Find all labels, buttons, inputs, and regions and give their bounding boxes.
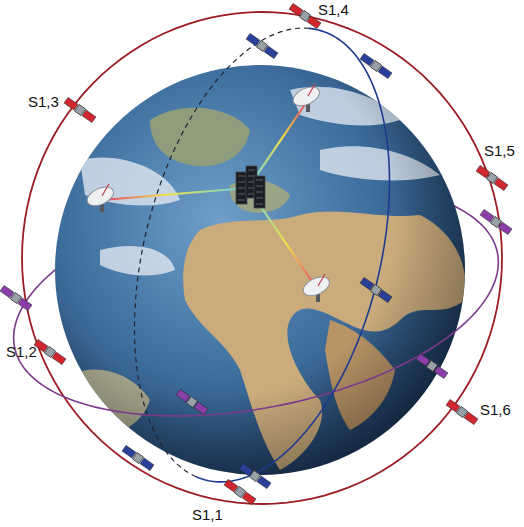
solar-panel <box>0 285 14 298</box>
ground-link <box>102 188 248 200</box>
ground-station-dish <box>300 273 332 302</box>
satellite-label: S1,1 <box>192 507 223 522</box>
ground-station-dish <box>290 83 322 112</box>
server-unit <box>254 176 265 208</box>
server-slot <box>256 198 263 199</box>
satellite-icon <box>246 33 278 59</box>
server-slot <box>238 182 245 183</box>
solar-panel <box>140 458 154 471</box>
solar-panel <box>239 463 253 476</box>
solar-panel <box>446 399 460 412</box>
solar-panel <box>224 479 238 492</box>
server-slot <box>238 188 245 189</box>
solar-panel <box>264 46 278 59</box>
solar-panel <box>122 445 136 458</box>
solar-panel <box>476 165 490 178</box>
server-slot <box>238 176 245 177</box>
server-slot <box>256 192 263 193</box>
dish-feed <box>318 274 325 286</box>
satellite-icon <box>122 445 154 471</box>
satellite-icon <box>64 97 96 123</box>
satellite-label: S1,6 <box>480 402 511 417</box>
dish-reflector <box>300 273 332 299</box>
solar-panel <box>494 178 508 191</box>
ground-links <box>102 100 318 290</box>
satellite-icon <box>289 3 321 29</box>
solar-panel <box>52 352 66 365</box>
solar-panel <box>257 476 271 489</box>
server-slot <box>256 186 263 187</box>
satellite-label: S1,4 <box>318 2 349 17</box>
server-slot <box>256 180 263 181</box>
ocean <box>55 65 465 475</box>
solar-panel <box>307 16 321 29</box>
dish-reflector <box>84 183 116 209</box>
orbit-path <box>196 28 389 482</box>
server-slot <box>248 170 255 171</box>
satellite-icon <box>224 479 256 505</box>
orbit-path <box>134 28 307 477</box>
satellite-icon <box>480 209 512 235</box>
solar-panel <box>464 412 478 425</box>
solar-panel <box>434 366 448 379</box>
solar-panel <box>378 290 392 303</box>
solar-panel <box>82 110 96 123</box>
solar-panel <box>480 209 494 222</box>
orbit-front <box>14 12 502 504</box>
orbit-path <box>22 12 502 504</box>
server-rack <box>236 166 265 208</box>
satellite-icon <box>34 339 66 365</box>
solar-panel <box>498 222 512 235</box>
server-slot <box>238 194 245 195</box>
dish-feed <box>102 184 109 196</box>
solar-panel <box>176 389 190 402</box>
orbit-path <box>14 235 499 416</box>
solar-panel <box>360 53 374 66</box>
solar-panel <box>64 97 78 110</box>
solar-panel <box>194 402 208 415</box>
satellite-label: S1,3 <box>28 94 59 109</box>
satellite-icon <box>446 399 478 425</box>
dish-reflector <box>290 83 322 109</box>
satellite-icon <box>239 463 271 489</box>
ground-segment <box>84 83 332 302</box>
satellites <box>0 3 512 505</box>
globe-shade <box>55 65 465 475</box>
solar-panel <box>289 3 303 16</box>
satellite-icon <box>360 53 392 79</box>
satellite-icon <box>360 277 392 303</box>
satellite-label: S1,5 <box>484 143 515 158</box>
solar-panel <box>242 492 256 505</box>
server-slot <box>238 200 245 201</box>
solar-panel <box>360 277 374 290</box>
solar-panel <box>246 33 260 46</box>
satellite-label: S1,2 <box>6 344 37 359</box>
earth-globe <box>55 65 466 475</box>
dish-feed <box>308 84 315 96</box>
server-unit <box>236 172 247 204</box>
solar-panel <box>416 353 430 366</box>
ground-station-dish <box>84 183 116 212</box>
satellite-icon <box>416 353 448 379</box>
satellite-icon <box>176 389 208 415</box>
satellite-icon <box>0 285 32 311</box>
solar-panel <box>378 66 392 79</box>
server-slot <box>256 204 263 205</box>
solar-panel <box>18 298 32 311</box>
satellite-icon <box>476 165 508 191</box>
